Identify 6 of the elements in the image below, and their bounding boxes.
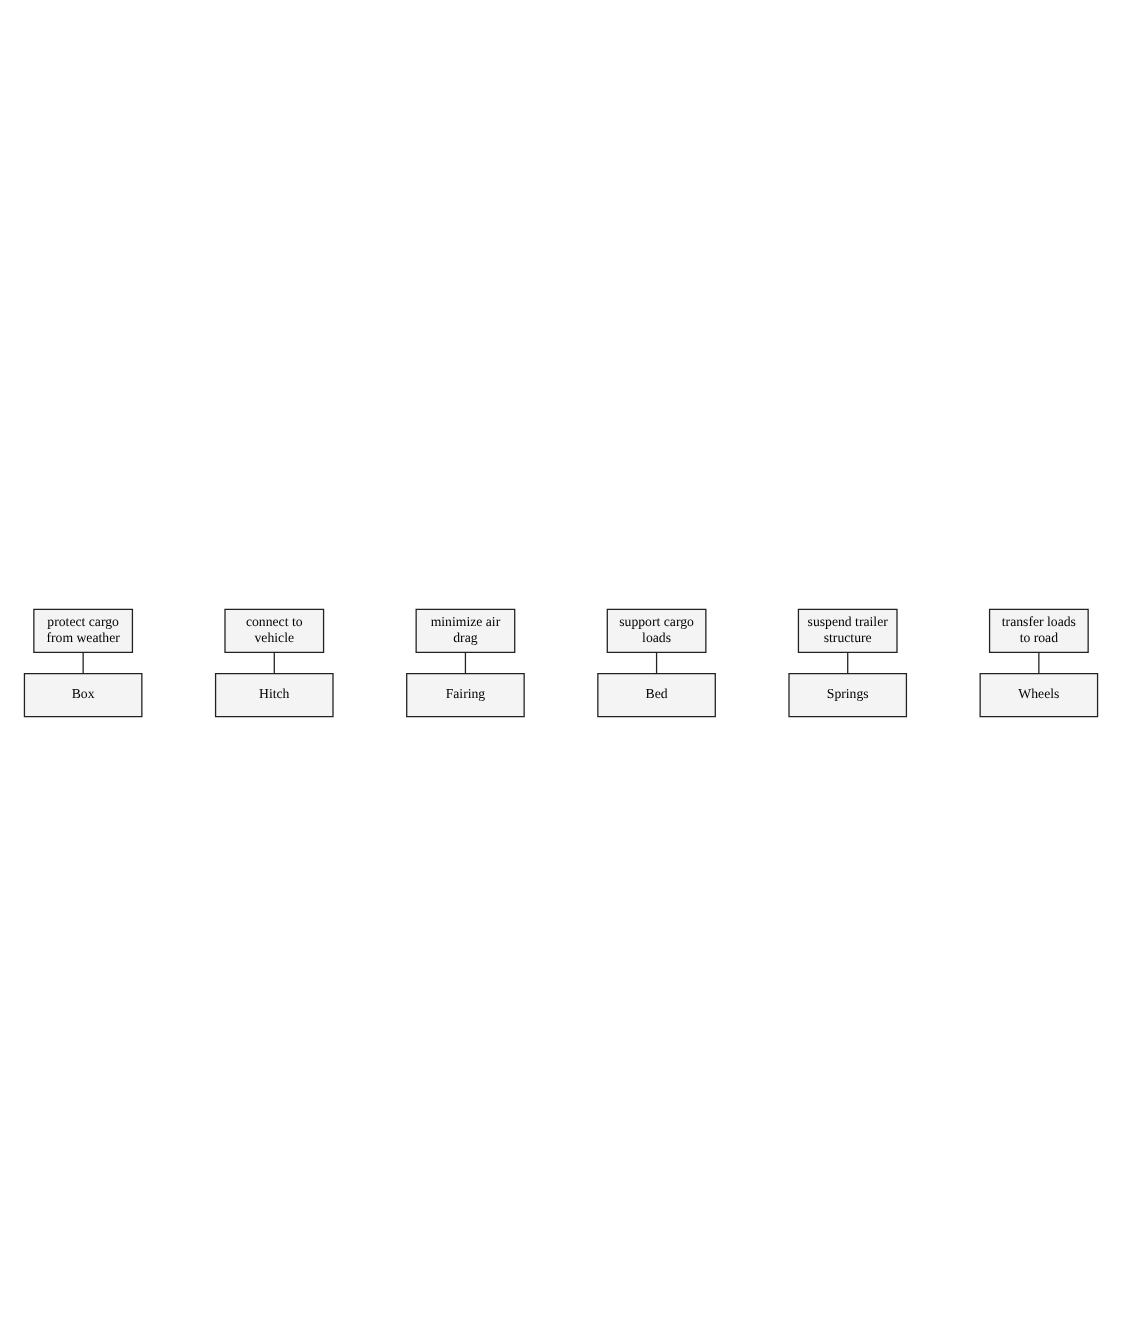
connector: [273, 650, 275, 674]
connector: [1038, 650, 1040, 674]
connector: [847, 650, 849, 674]
connector: [464, 650, 467, 674]
connector: [82, 650, 84, 674]
connector: [655, 650, 658, 674]
